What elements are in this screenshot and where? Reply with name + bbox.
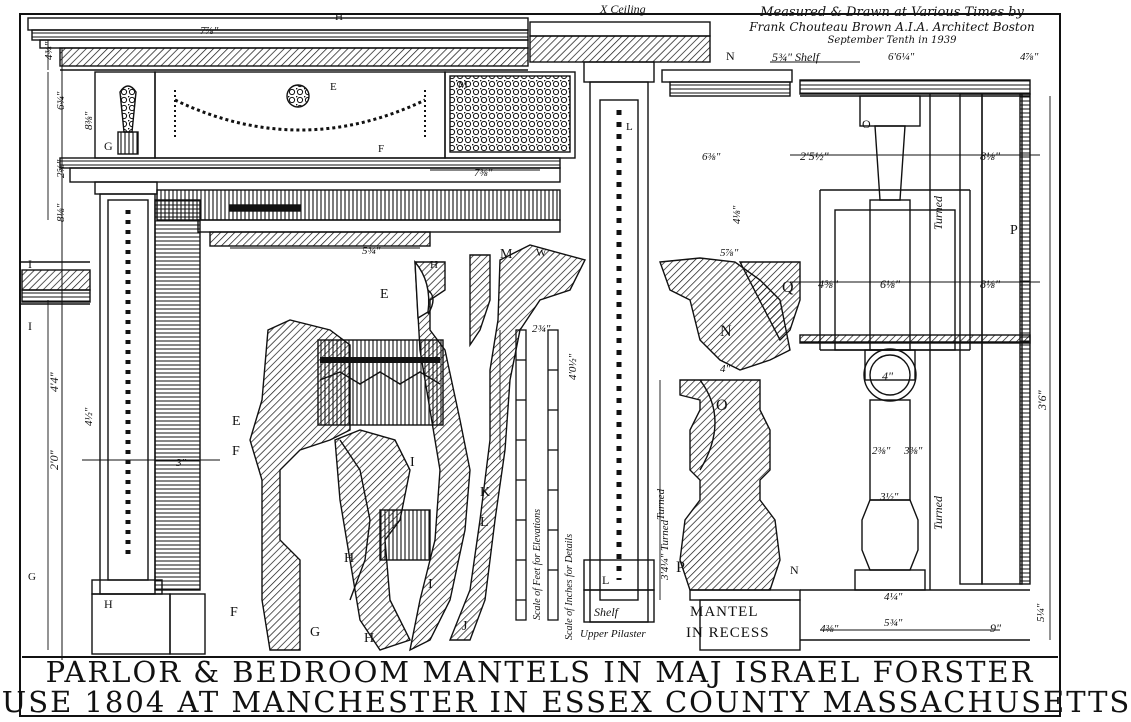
turned-label-3: Turned xyxy=(655,488,667,520)
dim-2-0: 2'0" xyxy=(47,449,61,470)
letter-j-detail: J xyxy=(462,619,468,634)
dim-8-1-8-b: 8⅛" xyxy=(980,149,1001,163)
letter-h-top: H xyxy=(335,11,343,23)
dim-4-4: 4'4" xyxy=(47,371,61,392)
dim-8-3-8: 8⅜" xyxy=(83,111,95,130)
letter-h-bottom: H xyxy=(364,631,374,646)
scale-inches-label: Scale of Inches for Details xyxy=(564,534,575,640)
dim-4-1-4: 4¼" xyxy=(884,591,903,603)
dim-7-3-8: 7⅜" xyxy=(474,167,493,179)
dim-3-3-8: 3⅜" xyxy=(903,445,923,457)
letter-n-low: N xyxy=(790,563,799,577)
letter-m-panel: M xyxy=(458,79,468,91)
letter-h-low: H xyxy=(430,259,438,271)
dim-4-1-2: 4½" xyxy=(83,407,95,426)
letter-w-top: W xyxy=(536,247,547,259)
letter-p-detail: P xyxy=(676,559,685,576)
dim-8-1-8: 8⅛" xyxy=(55,203,67,222)
dim-4-5-8: 4⅝" xyxy=(818,277,839,291)
dim-5-3-4: 5¾" xyxy=(362,245,381,257)
dim-6-3-8: 6⅜" xyxy=(702,151,721,163)
labels: X Ceiling 5¾" Shelf Shelf Upper Pilaster… xyxy=(28,2,1049,646)
dim-3-1-2: 3½" xyxy=(879,491,899,503)
dim-5-1-4: 5¼" xyxy=(1035,603,1047,622)
letter-h-base: H xyxy=(104,597,113,611)
letter-i-detail: I xyxy=(428,577,433,592)
dim-4-0-1-2: 4'0½" xyxy=(567,353,579,380)
dim-6-3-4: 6¾" xyxy=(55,91,67,110)
dim-2-5-1-2: 2'5½" xyxy=(800,149,830,163)
scale-bars xyxy=(515,329,559,621)
ceiling-label: X Ceiling xyxy=(599,2,646,16)
dim-4-3-8: 4⅜" xyxy=(820,623,839,635)
turned-label-2: Turned xyxy=(931,495,945,530)
letter-n-mid: N xyxy=(720,323,732,340)
letter-q-detail: Q xyxy=(782,279,794,296)
letter-h-detail: H xyxy=(344,551,354,566)
title-line-2: HOUSE 1804 AT MANCHESTER IN ESSEX COUNTY… xyxy=(0,685,1131,719)
turned-label-1: Turned xyxy=(931,195,945,230)
title-line-1: PARLOR & BEDROOM MANTELS IN MAJ ISRAEL F… xyxy=(45,655,1035,689)
letter-o-top: O xyxy=(862,117,871,131)
dim-2-5-8: 2⅝" xyxy=(55,159,67,178)
dimension-lines xyxy=(47,13,1051,650)
left-parlor-mantel xyxy=(20,17,576,660)
dim-6-6-1-4: 6'6¼" xyxy=(888,51,915,63)
scale-feet-label: Scale of Feet for Elevations xyxy=(532,509,543,620)
letter-e-frieze: E xyxy=(330,81,337,93)
dim-6-1-8: 6⅛" xyxy=(880,277,901,291)
letter-f-left-2: F xyxy=(230,605,238,620)
letter-e-left: E xyxy=(232,414,241,429)
dim-3-6: 3'6" xyxy=(1035,389,1049,411)
letter-g: G xyxy=(104,139,113,153)
letter-i-left-2: I xyxy=(28,319,32,333)
credit-line-2: Frank Chouteau Brown A.I.A. Architect Bo… xyxy=(749,20,1035,34)
letter-l-top: L xyxy=(626,121,633,133)
dim-4-3-4: 4¾" xyxy=(43,41,55,60)
letter-n-top: N xyxy=(726,49,735,63)
letter-l-detail: L xyxy=(480,515,489,530)
letter-o-detail: O xyxy=(716,397,728,414)
letter-f-frieze: F xyxy=(378,143,384,155)
letter-m-top: M xyxy=(500,247,513,262)
dim-4: 4" xyxy=(720,363,731,375)
dim-7-8: 7⅞" xyxy=(200,25,219,37)
dim-4-1-8: 4⅛" xyxy=(731,205,743,224)
upper-pilaster-label: Upper Pilaster xyxy=(580,628,646,640)
shelf-label: Shelf xyxy=(594,605,620,619)
profile-details xyxy=(249,244,587,652)
credit-block: Measured & Drawn at Various Times by Fra… xyxy=(722,6,1062,48)
dim-3-4-1-4-turned: 3'4¼" Turned xyxy=(659,519,671,581)
dim-5-3-4-b: 5¾" xyxy=(884,617,903,629)
mantel-elevations-and-details: X Ceiling 5¾" Shelf Shelf Upper Pilaster… xyxy=(19,2,1061,717)
in-recess-label: IN RECESS xyxy=(686,625,770,641)
letter-k-detail: K xyxy=(480,485,490,500)
letter-e-mid: E xyxy=(380,287,389,302)
shelf-top-label: 5¾" Shelf xyxy=(772,50,821,64)
dim-8-1-8-c: 8⅛" xyxy=(980,277,1001,291)
letter-i-mid: I xyxy=(410,455,415,470)
dim-5-7-8: 5⅞" xyxy=(720,247,739,259)
dim-4-7-8: 4⅞" xyxy=(1020,51,1039,63)
dim-2-3-4: 2¾" xyxy=(532,323,551,335)
dim-9: 9" xyxy=(990,621,1002,635)
bedroom-mantel xyxy=(529,21,801,651)
credit-line-3: September Tenth in 1939 xyxy=(827,35,957,46)
dim-2-3-8: 2⅜" xyxy=(872,445,891,457)
dim-3: 3" xyxy=(175,457,187,469)
letter-f-left: F xyxy=(232,444,240,459)
mantel-in-recess xyxy=(799,79,1031,641)
mantel-label: MANTEL xyxy=(690,604,759,620)
letter-p-right: P xyxy=(1010,223,1018,238)
letter-i-left: I xyxy=(28,257,32,271)
letter-g-left: G xyxy=(28,571,36,583)
dim-4-circle: 4" xyxy=(882,369,894,383)
letter-g-bottom: G xyxy=(310,625,320,640)
credit-line-1: Measured & Drawn at Various Times by xyxy=(760,5,1024,20)
title-band: PARLOR & BEDROOM MANTELS IN MAJ ISRAEL F… xyxy=(0,655,1129,717)
frame xyxy=(19,13,1061,717)
letter-l-base: L xyxy=(602,573,609,587)
